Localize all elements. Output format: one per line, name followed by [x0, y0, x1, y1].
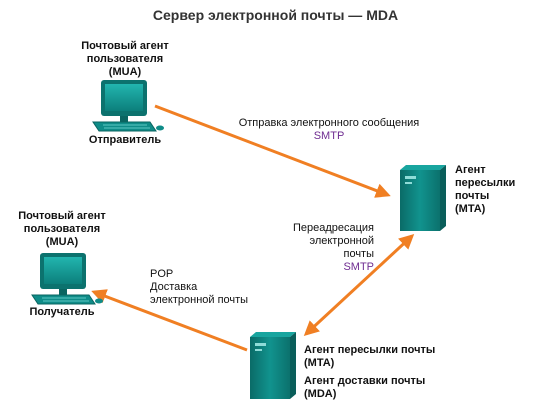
forward-link-label: Переадресация электронной почты SMTP — [270, 222, 374, 274]
deliver-link-label: POP Доставка электронной почты — [150, 268, 249, 306]
send-protocol-label: SMTP — [313, 130, 345, 142]
forward-protocol-label: SMTP — [343, 261, 374, 273]
sender-computer-icon — [92, 80, 164, 132]
recipient-agent-label: Почтовый агент пользователя (MUA) — [18, 210, 106, 248]
send-link-label: Отправка электронного сообщения SMTP — [226, 117, 432, 143]
recipient-computer-icon — [31, 253, 103, 305]
forward-arrow — [303, 233, 415, 337]
send-arrow — [154, 104, 391, 198]
mta-mda-server-icon — [250, 332, 296, 399]
sender-role-label: Отправитель — [88, 134, 162, 146]
sender-agent-label: Почтовый агент пользователя (MUA) — [81, 40, 169, 78]
diagram-title: Сервер электронной почты — MDA — [152, 7, 399, 23]
mta-label: Агент пересылки почты (MTA) — [455, 164, 516, 215]
mta-mda-label: Агент пересылки почты (MTA) Агент достав… — [304, 344, 436, 400]
mta-server-icon — [400, 165, 446, 231]
deliver-arrow — [91, 289, 248, 352]
recipient-role-label: Получатель — [29, 306, 95, 318]
